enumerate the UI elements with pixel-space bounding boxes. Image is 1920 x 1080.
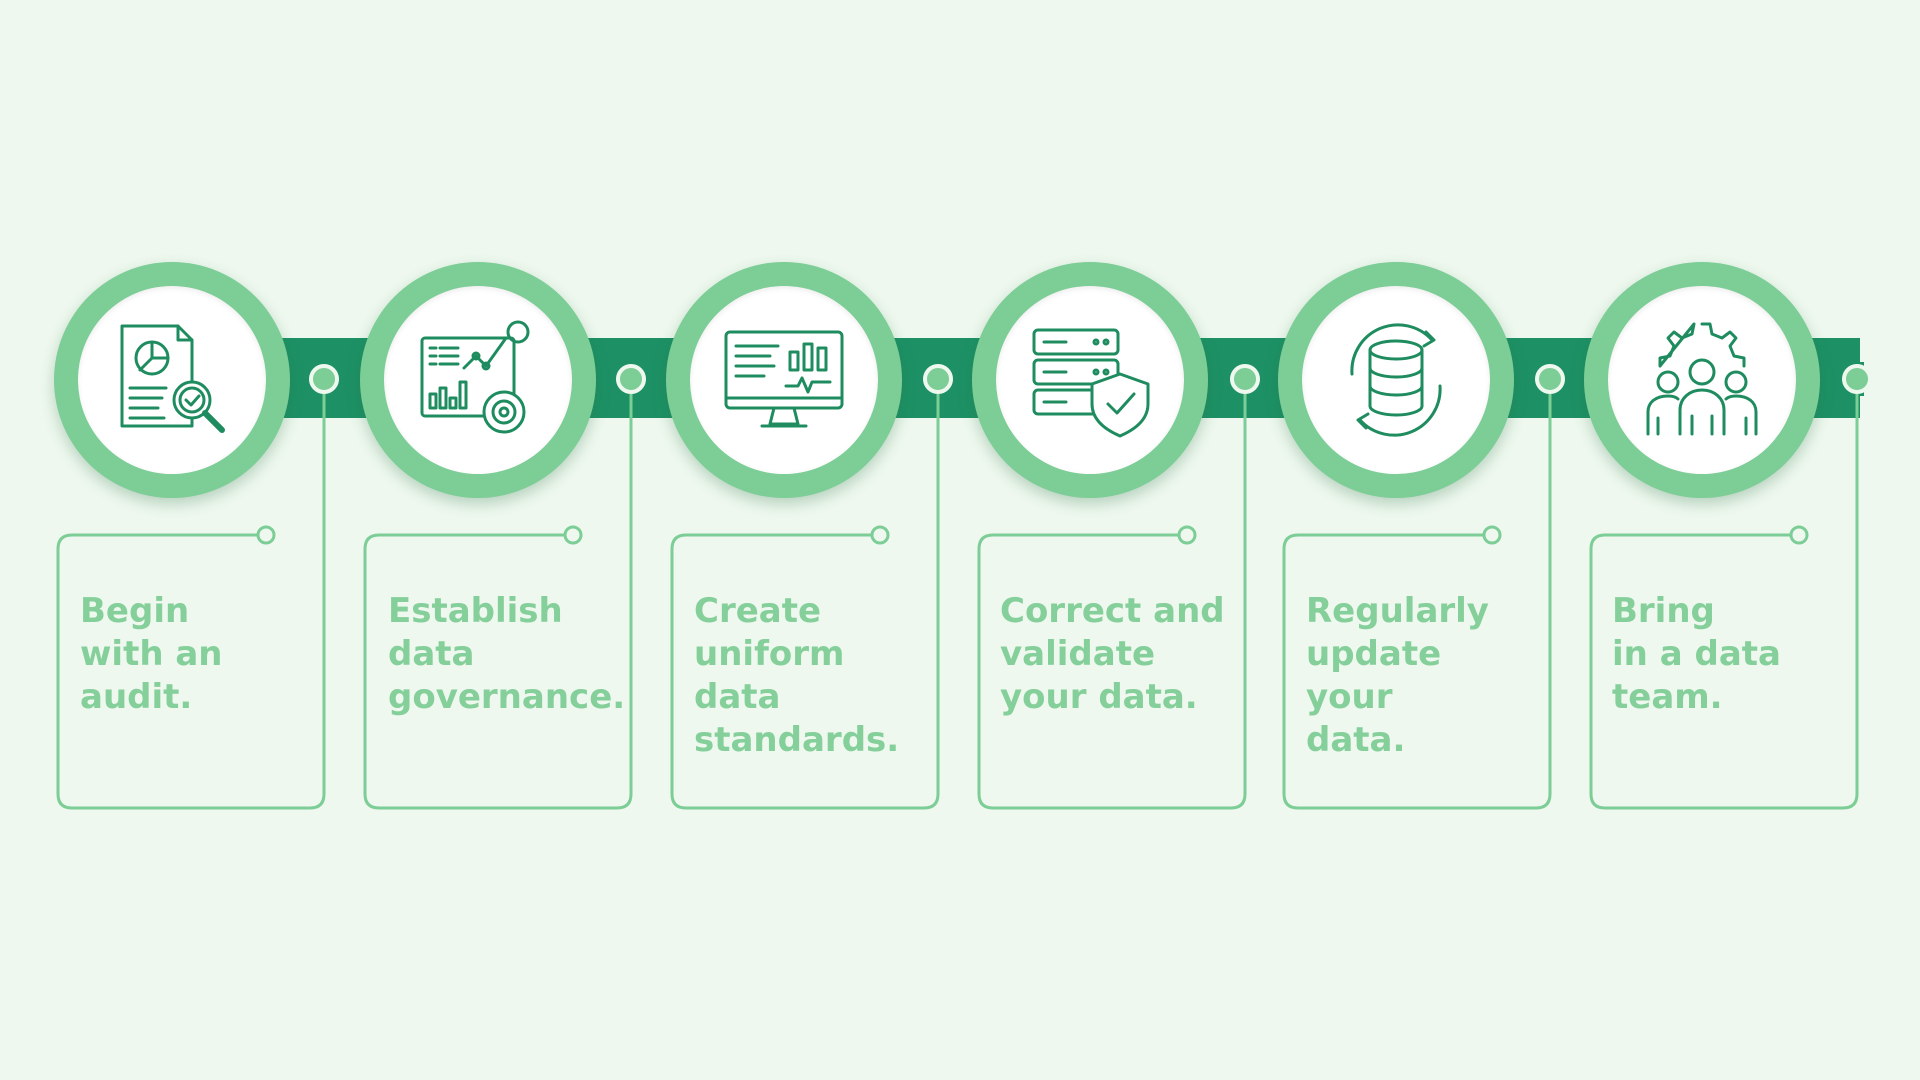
step-3-badge (666, 262, 902, 498)
team-gear-icon (1646, 322, 1758, 436)
step-2-text-box (363, 533, 633, 810)
step-1-icon-disc (78, 286, 266, 474)
database-refresh-icon (1350, 323, 1442, 437)
step-3-text-box (670, 533, 940, 810)
step-2-badge (360, 262, 596, 498)
step-4-band-dot (1230, 364, 1260, 394)
audit-report-magnifier-icon (120, 324, 225, 433)
step-3-text: Create uniform data standards. (694, 591, 900, 760)
step-2-text: Establish data governance. (388, 591, 626, 717)
step-5-icon-disc (1302, 286, 1490, 474)
step-1-band-dot (309, 364, 339, 394)
step-4-badge (972, 262, 1208, 498)
step-1-box-knob (256, 525, 276, 545)
step-5-band-dot (1535, 364, 1565, 394)
step-5-text-box (1282, 533, 1552, 810)
step-4-icon-disc (996, 286, 1184, 474)
analytics-dashboard-chart-icon (420, 320, 530, 434)
step-6-box-knob (1789, 525, 1809, 545)
step-3-box-knob (870, 525, 890, 545)
step-2-icon-disc (384, 286, 572, 474)
step-3-icon-disc (690, 286, 878, 474)
step-2-band-dot (616, 364, 646, 394)
step-6-text-box (1589, 533, 1859, 810)
step-6-icon-disc (1608, 286, 1796, 474)
step-4-text-box (977, 533, 1247, 810)
step-3-band-dot (923, 364, 953, 394)
step-6-band-dot (1842, 364, 1872, 394)
step-6-badge (1584, 262, 1820, 498)
server-shield-check-icon (1032, 328, 1150, 438)
step-2-box-knob (563, 525, 583, 545)
step-1-badge (54, 262, 290, 498)
step-4-text: Correct and validate your data. (1000, 591, 1225, 717)
step-6-text: Bring in a data team. (1612, 591, 1781, 717)
step-4-box-knob (1177, 525, 1197, 545)
step-5-box-knob (1482, 525, 1502, 545)
monitor-data-standards-icon (724, 330, 844, 428)
step-5-badge (1278, 262, 1514, 498)
step-1-text: Begin with an audit. (80, 591, 223, 717)
step-5-text: Regularly update your data. (1306, 591, 1489, 760)
step-1-text-box (56, 533, 326, 810)
